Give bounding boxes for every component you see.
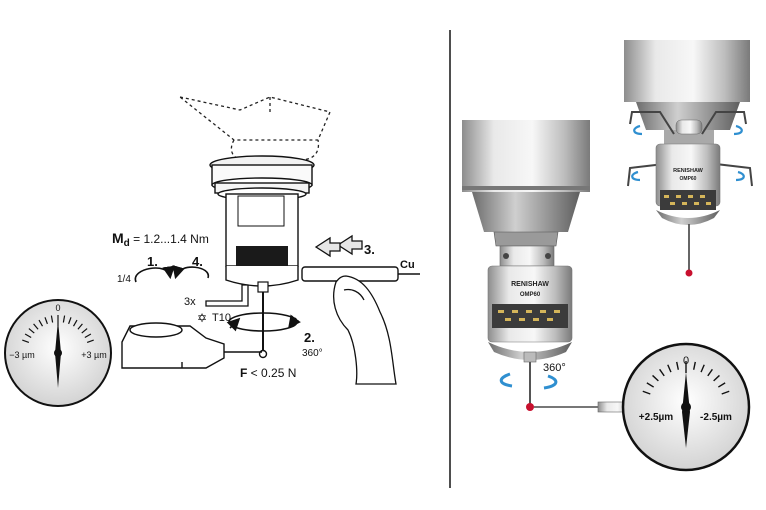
left-dial-gauge xyxy=(4,299,112,407)
omp60-probe-front xyxy=(487,265,573,411)
left-panel: Md = 1.2...1.4 Nm 1. 1/4 4. 3x T10 ✡ 2. … xyxy=(4,96,420,407)
gauge-tick xyxy=(721,390,730,395)
step3-label: 3. xyxy=(364,242,375,257)
count-label: 3x xyxy=(184,296,196,308)
gauge-tick xyxy=(38,319,44,327)
gauge-tick xyxy=(713,374,720,382)
step4-label: 4. xyxy=(192,254,203,269)
dial-indicator-base xyxy=(121,322,262,369)
torx-star-icon: ✡ xyxy=(197,311,207,325)
rotation-label: 360° xyxy=(543,362,566,374)
material-label: Cu xyxy=(400,259,415,271)
model-label-small: OMP60 xyxy=(680,176,697,182)
gauge-tick xyxy=(81,328,88,334)
fixture-blue-arrows xyxy=(631,124,745,182)
right-gauge-plus: +2.5µm xyxy=(639,412,674,423)
gauge-tick xyxy=(62,315,66,323)
right-gauge-zero: 0 xyxy=(683,355,689,367)
gauge-tick xyxy=(646,382,655,388)
gauge-tick xyxy=(22,339,30,343)
right-panel: RENISHAW OMP60 360° 0 +2.5µm -2.5µm xyxy=(462,40,753,472)
gauge-tick xyxy=(33,323,39,330)
gauge-tick xyxy=(44,317,48,325)
right-gauge-minus: -2.5µm xyxy=(700,412,732,423)
step1-rotate-arrow xyxy=(134,265,175,283)
gauge-tick xyxy=(707,368,713,377)
gauge-tick xyxy=(667,364,672,373)
step1-fraction: 1/4 xyxy=(117,274,131,285)
gauge-tick xyxy=(642,390,651,395)
gauge-tick xyxy=(659,368,665,377)
gauge-tick xyxy=(717,382,726,388)
force-label: F < 0.25 N xyxy=(240,366,296,380)
gauge-tick xyxy=(84,333,92,339)
torque-symbol: Md = 1.2...1.4 Nm xyxy=(112,230,209,249)
gauge-tick xyxy=(652,374,659,382)
left-gauge-plus: +3 µm xyxy=(81,350,106,360)
gauge-tick xyxy=(28,328,35,334)
step4-rotate-arrow xyxy=(172,265,209,280)
machine-spindle-rear xyxy=(624,40,750,146)
copper-rod xyxy=(301,266,420,282)
left-gauge-minus: −3 µm xyxy=(9,350,34,360)
rotation-arrow-front xyxy=(499,372,558,390)
gauge-tick xyxy=(72,319,78,327)
dial-indicator-arm xyxy=(534,401,635,413)
gauge-tick xyxy=(700,364,705,373)
gauge-tick xyxy=(24,333,32,339)
probe-body xyxy=(209,155,315,359)
gauge-tick xyxy=(692,361,696,370)
step1-label: 1. xyxy=(147,254,158,269)
rotation-arrow-360 xyxy=(226,312,301,332)
brand-label: RENISHAW xyxy=(511,281,549,288)
left-gauge-zero: 0 xyxy=(55,303,60,313)
hand xyxy=(333,275,397,385)
model-label: OMP60 xyxy=(520,292,541,298)
step2-label: 2. xyxy=(304,330,315,345)
gauge-tick xyxy=(68,317,72,325)
step2-angle: 360° xyxy=(302,348,323,359)
allen-key xyxy=(205,284,249,307)
omp60-probe-rear xyxy=(655,143,721,277)
machine-spindle-front xyxy=(462,120,590,267)
spindle-outline xyxy=(179,96,331,161)
right-dial-gauge xyxy=(621,342,751,472)
gauge-tick xyxy=(50,315,54,323)
gauge-tick xyxy=(77,323,83,330)
brand-label-small: RENISHAW xyxy=(673,168,703,174)
gauge-tick xyxy=(86,339,94,343)
tool-label: T10 xyxy=(212,312,231,324)
step3-push-arrows xyxy=(314,234,363,258)
gauge-tick xyxy=(676,361,680,370)
